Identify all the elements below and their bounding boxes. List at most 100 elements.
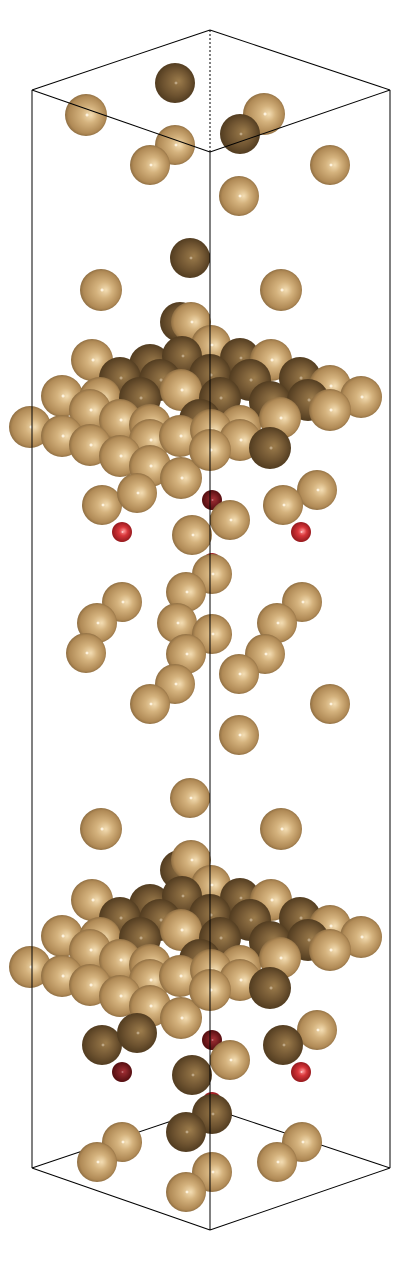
atom-highlight	[239, 896, 243, 900]
atom-highlight	[101, 503, 105, 507]
atom-highlight	[181, 894, 185, 898]
atom-highlight	[159, 918, 163, 922]
metal-atom	[172, 1055, 212, 1095]
atom-highlight	[185, 652, 189, 656]
atom-highlight	[316, 488, 320, 492]
atom-highlight	[100, 288, 104, 292]
atom-highlight	[282, 503, 286, 507]
atom-highlight	[149, 464, 153, 468]
metal-atom	[220, 114, 260, 154]
atom-highlight	[249, 918, 253, 922]
atom-highlight	[119, 994, 123, 998]
atom-highlight	[300, 1071, 303, 1073]
atom-highlight	[159, 378, 163, 382]
atom-highlight	[119, 958, 123, 962]
cell-edge-top-front-left	[31, 89, 211, 153]
cell-edge-top-back-left	[31, 29, 211, 91]
atom-highlight	[191, 1073, 195, 1077]
atom-highlight	[219, 396, 223, 400]
atom-highlight	[270, 358, 274, 362]
atom-highlight	[185, 590, 189, 594]
atom-highlight	[119, 376, 123, 380]
atom-highlight	[121, 531, 124, 533]
atom-highlight	[249, 378, 253, 382]
atom-highlight	[180, 476, 184, 480]
atom-highlight	[89, 408, 93, 412]
atom-highlight	[119, 454, 123, 458]
atom-highlight	[211, 572, 215, 576]
atom-highlight	[180, 1016, 184, 1020]
atom-highlight	[329, 163, 333, 167]
atom-highlight	[121, 1140, 125, 1144]
metal-atom	[249, 427, 291, 469]
atom-highlight	[179, 434, 183, 438]
atom-highlight	[176, 621, 180, 625]
atom-highlight	[136, 491, 140, 495]
atom-highlight	[238, 733, 242, 737]
atom-highlight	[238, 194, 242, 198]
atom-highlight	[149, 438, 153, 442]
atom-highlight	[85, 651, 89, 655]
metal-atom	[170, 238, 210, 278]
atom-highlight	[280, 288, 284, 292]
atom-highlight	[89, 443, 93, 447]
atom-highlight	[85, 113, 89, 117]
atom-highlight	[316, 1028, 320, 1032]
atom-highlight	[191, 533, 195, 537]
atom-highlight	[360, 935, 364, 939]
atom-highlight	[229, 1058, 233, 1062]
atom-highlight	[329, 948, 333, 952]
atom-highlight	[139, 396, 143, 400]
atom-highlight	[174, 143, 178, 147]
atom-highlight	[181, 354, 185, 358]
atom-highlight	[91, 898, 95, 902]
atom-highlight	[211, 499, 214, 501]
atom-highlight	[229, 518, 233, 522]
atom-highlight	[329, 924, 333, 928]
atom-highlight	[211, 1112, 215, 1116]
atom-highlight	[280, 827, 284, 831]
atom-highlight	[238, 672, 242, 676]
atom-highlight	[136, 1031, 140, 1035]
oxygen-atom	[112, 1062, 132, 1082]
atom-highlight	[89, 983, 93, 987]
atom-highlight	[190, 858, 194, 862]
atom-highlight	[174, 81, 178, 85]
atom-highlight	[239, 132, 243, 136]
atom-highlight	[264, 652, 268, 656]
atom-highlight	[329, 384, 333, 388]
metal-atom	[155, 63, 195, 103]
atom-highlight	[100, 827, 104, 831]
cell-edge-top-back-right	[209, 29, 391, 91]
atom-highlight	[185, 1130, 189, 1134]
atom-highlight	[89, 948, 93, 952]
atom-highlight	[299, 376, 303, 380]
atom-highlight	[307, 938, 311, 942]
atom-highlight	[211, 1039, 214, 1041]
metal-atom	[82, 1025, 122, 1065]
atom-highlight	[329, 702, 333, 706]
atom-highlight	[96, 621, 100, 625]
atom-highlight	[119, 916, 123, 920]
atom-highlight	[360, 395, 364, 399]
atom-highlight	[121, 600, 125, 604]
atom-highlight	[300, 531, 303, 533]
atom-highlight	[180, 388, 184, 392]
atom-highlight	[174, 682, 178, 686]
atom-highlight	[61, 434, 65, 438]
atom-highlight	[299, 916, 303, 920]
atom-highlight	[276, 621, 280, 625]
atom-highlight	[189, 256, 193, 260]
cell-edge-bottom-front-left	[31, 1167, 211, 1231]
atom-highlight	[301, 600, 305, 604]
atom-highlight	[210, 343, 214, 347]
atom-highlight	[279, 416, 283, 420]
atom-highlight	[210, 883, 214, 887]
atom-highlight	[190, 320, 194, 324]
atom-highlight	[189, 796, 193, 800]
atom-highlight	[279, 956, 283, 960]
atom-highlight	[121, 1071, 124, 1073]
atom-highlight	[263, 112, 267, 116]
atoms-layer	[9, 63, 382, 1212]
atom-highlight	[61, 394, 65, 398]
